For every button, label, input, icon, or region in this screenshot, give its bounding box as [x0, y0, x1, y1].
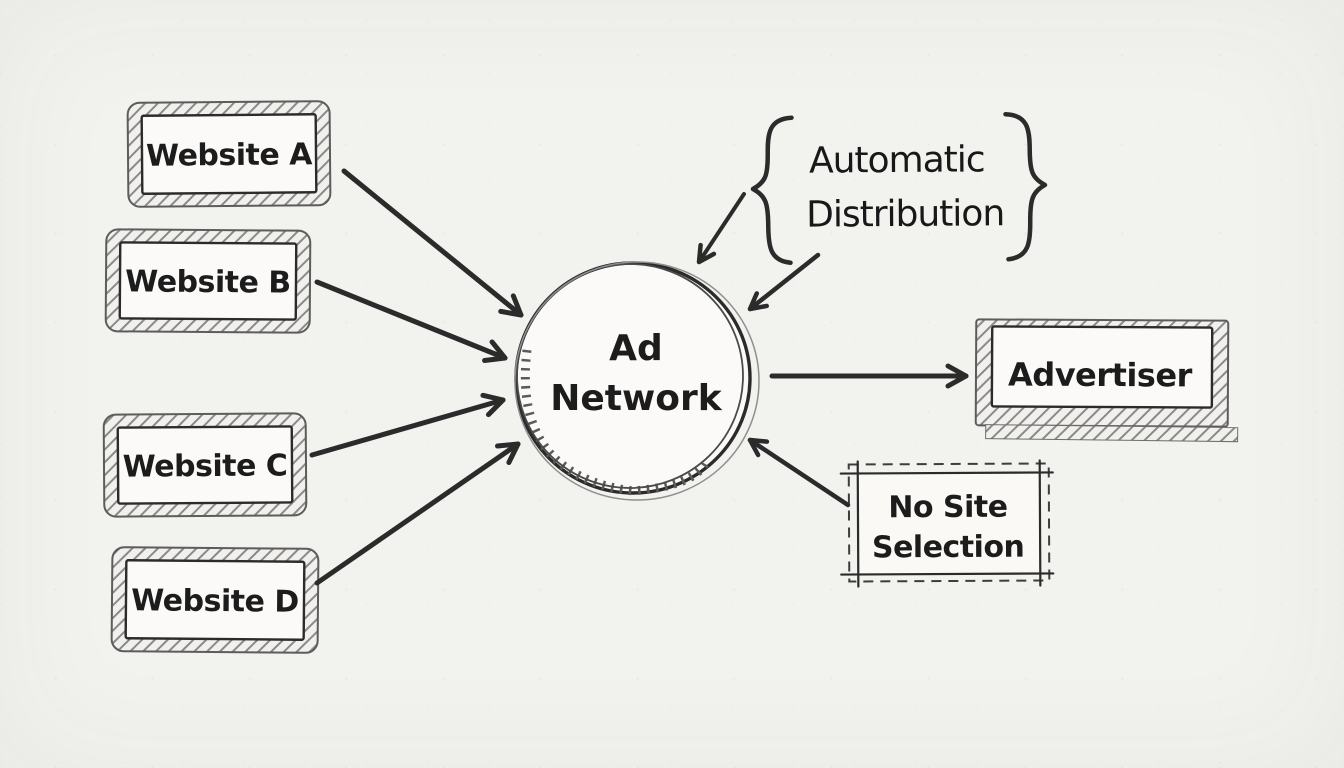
- edge-automatic-distribution-to-ad-network-2: [747, 252, 821, 312]
- node-website-a: Website A: [126, 100, 332, 208]
- edge-website-d-to-ad-network: [314, 441, 521, 586]
- no-site-selection-dashed-frame: [847, 462, 1051, 583]
- automatic-distribution-label-line1: Automatic: [809, 139, 985, 181]
- no-site-selection-border-top: [839, 471, 1054, 475]
- annotation-no-site-selection: No Site Selection: [839, 459, 1055, 588]
- edge-automatic-distribution-to-ad-network-1: [696, 192, 746, 265]
- ad-network-circle: [514, 261, 752, 495]
- node-ad-network: Ad Network: [514, 261, 760, 501]
- node-advertiser: Advertiser: [974, 318, 1239, 443]
- website-c-box: [116, 425, 294, 505]
- website-d-label: Website D: [131, 583, 299, 619]
- ad-network-circle-inner-stroke: [516, 263, 744, 489]
- edge-website-b-to-ad-network: [314, 279, 508, 364]
- website-d-box: [124, 559, 306, 641]
- website-b-label: Website B: [125, 264, 291, 300]
- advertiser-box: [990, 325, 1214, 409]
- advertiser-shadow-hatch: [985, 424, 1239, 443]
- brace-right-icon: [1003, 111, 1048, 262]
- website-c-label: Website C: [123, 448, 288, 484]
- no-site-selection-border-left: [856, 460, 860, 588]
- no-site-selection-label-line2: Selection: [872, 530, 1025, 566]
- edge-no-site-selection-to-ad-network: [747, 437, 851, 508]
- ad-network-label-line1: Ad: [609, 328, 663, 369]
- no-site-selection-border-right: [1038, 459, 1042, 587]
- no-site-selection-box: [857, 472, 1041, 575]
- edge-website-c-to-ad-network: [309, 392, 506, 458]
- website-a-box: [140, 113, 318, 195]
- no-site-selection-label-line1: No Site: [888, 490, 1007, 526]
- brace-left-icon: [750, 115, 794, 265]
- ad-network-label-line2: Network: [550, 378, 722, 419]
- website-a-label: Website A: [146, 137, 313, 173]
- node-website-d: Website D: [110, 546, 320, 654]
- node-website-b: Website B: [104, 228, 312, 334]
- no-site-selection-border-bottom: [840, 572, 1055, 576]
- node-website-c: Website C: [102, 412, 308, 518]
- website-b-box: [118, 241, 298, 321]
- edge-website-a-to-ad-network: [341, 168, 524, 318]
- annotation-automatic-distribution: Automatic Distribution: [750, 111, 1048, 265]
- automatic-distribution-label-line2: Distribution: [806, 193, 1004, 235]
- ad-network-circle-outer-stroke: [514, 261, 760, 501]
- advertiser-label: Advertiser: [1008, 356, 1193, 395]
